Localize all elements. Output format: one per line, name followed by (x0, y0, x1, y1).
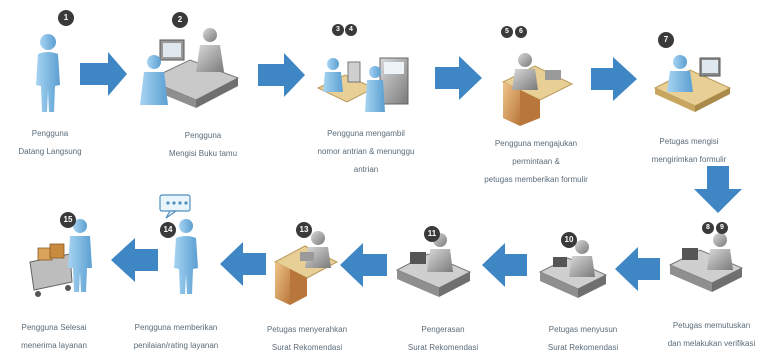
rating-person-icon (159, 194, 198, 294)
arrow-left-5 (111, 238, 158, 282)
step-label-5-line-2: mengirimkan formulir (651, 155, 727, 164)
step-label-7-line-1: Petugas menyusun (548, 325, 618, 334)
step-label-10-line-1: Pengguna memberikan (134, 323, 218, 332)
step-label-5: Petugas mengisi mengirimkan formulir (624, 128, 754, 173)
step-badge-10: 10 (561, 232, 577, 248)
step-label-10: Pengguna memberikan penilaian/rating lay… (112, 314, 240, 359)
step-badge-5: 5 (501, 26, 513, 38)
step-label-7-line-2: Surat Rekomendasi (547, 343, 619, 352)
arrow-right-4 (591, 57, 637, 101)
step-label-2-line-2: Mengisi Buku tamu (168, 149, 238, 158)
step-badge-3: 3 (332, 24, 344, 36)
step-label-11-line-1: Pengguna Selesai (21, 323, 87, 332)
signing-desk-icon (395, 233, 472, 297)
service-desk-icon (501, 53, 574, 126)
guestbook-desk-icon (140, 28, 240, 108)
step-label-2: Pengguna Mengisi Buku tamu (148, 122, 258, 167)
step-badge-11: 11 (424, 226, 440, 242)
step-label-5-line-1: Petugas mengisi (659, 137, 719, 146)
arrow-left-4 (220, 242, 266, 286)
arrow-right-3 (435, 56, 482, 100)
step-label-4: Pengguna mengajukan permintaan & petugas… (462, 130, 610, 193)
step-badge-13: 13 (296, 222, 312, 238)
arrow-right-1 (80, 52, 127, 96)
step-label-11-line-2: menerima layanan (21, 341, 87, 350)
step-label-11: Pengguna Selesai menerima layanan (2, 314, 106, 359)
step-label-1-line-2: Datang Langsung (18, 147, 82, 156)
step-label-4-line-3: petugas memberikan formulir (484, 175, 588, 184)
step-label-8-line-1: Pengerasan (421, 325, 465, 334)
step-label-1: Pengguna Datang Langsung (0, 120, 100, 165)
handover-desk-icon (273, 231, 339, 305)
step-label-8: Pengerasan Surat Rekomendasi (388, 316, 498, 361)
step-badge-1: 1 (58, 10, 74, 26)
step-label-3-line-3: antrian (353, 165, 379, 174)
verification-desk-icon (668, 233, 744, 292)
step-label-9: Petugas menyerahkan Surat Rekomendasi (248, 316, 366, 361)
step-label-6-line-2: dan melakukan verifikasi (667, 339, 756, 348)
step-badge-4: 4 (345, 24, 357, 36)
step-badge-6: 6 (515, 26, 527, 38)
flow-diagram: 1 2 3 4 5 6 7 8 9 10 11 13 14 15 Penggun… (0, 10, 755, 352)
step-label-9-line-1: Petugas menyerahkan (266, 325, 348, 334)
officer-computer-icon (653, 55, 732, 112)
shopping-cart-icon (29, 219, 92, 297)
arrow-left-2 (482, 243, 527, 287)
step-badge-7: 7 (658, 32, 674, 48)
step-label-1-line-1: Pengguna (31, 129, 69, 138)
step-badge-14: 14 (160, 222, 176, 238)
step-label-4-line-2: permintaan & (512, 157, 560, 166)
arrow-left-1 (615, 247, 660, 291)
step-label-4-line-1: Pengguna mengajukan (494, 139, 578, 148)
step-label-7: Petugas menyusun Surat Rekomendasi (528, 316, 638, 361)
step-badge-15: 15 (60, 212, 76, 228)
step-badge-9: 9 (716, 222, 728, 234)
queue-machine-icon (316, 57, 409, 112)
step-badge-8: 8 (702, 222, 714, 234)
step-label-6: Petugas memutuskan dan melakukan verifik… (650, 312, 773, 357)
step-label-3-line-2: nomor antrian & menunggu (317, 147, 415, 156)
step-label-3-line-1: Pengguna mengambil (327, 129, 405, 138)
arrow-right-2 (258, 53, 305, 97)
drafting-desk-icon (538, 240, 608, 298)
step-label-10-line-2: penilaian/rating layanan (133, 341, 219, 350)
step-label-3: Pengguna mengambil nomor antrian & menun… (300, 120, 432, 183)
flow-diagram-canvas (29, 28, 744, 305)
arrow-down (694, 166, 742, 213)
step-label-8-line-2: Surat Rekomendasi (407, 343, 479, 352)
step-label-2-line-1: Pengguna (184, 131, 222, 140)
person-standing-icon (36, 34, 60, 112)
step-badge-2: 2 (172, 12, 188, 28)
arrow-left-3 (340, 243, 387, 287)
step-label-9-line-2: Surat Rekomendasi (271, 343, 343, 352)
step-label-6-line-1: Petugas memutuskan (672, 321, 751, 330)
